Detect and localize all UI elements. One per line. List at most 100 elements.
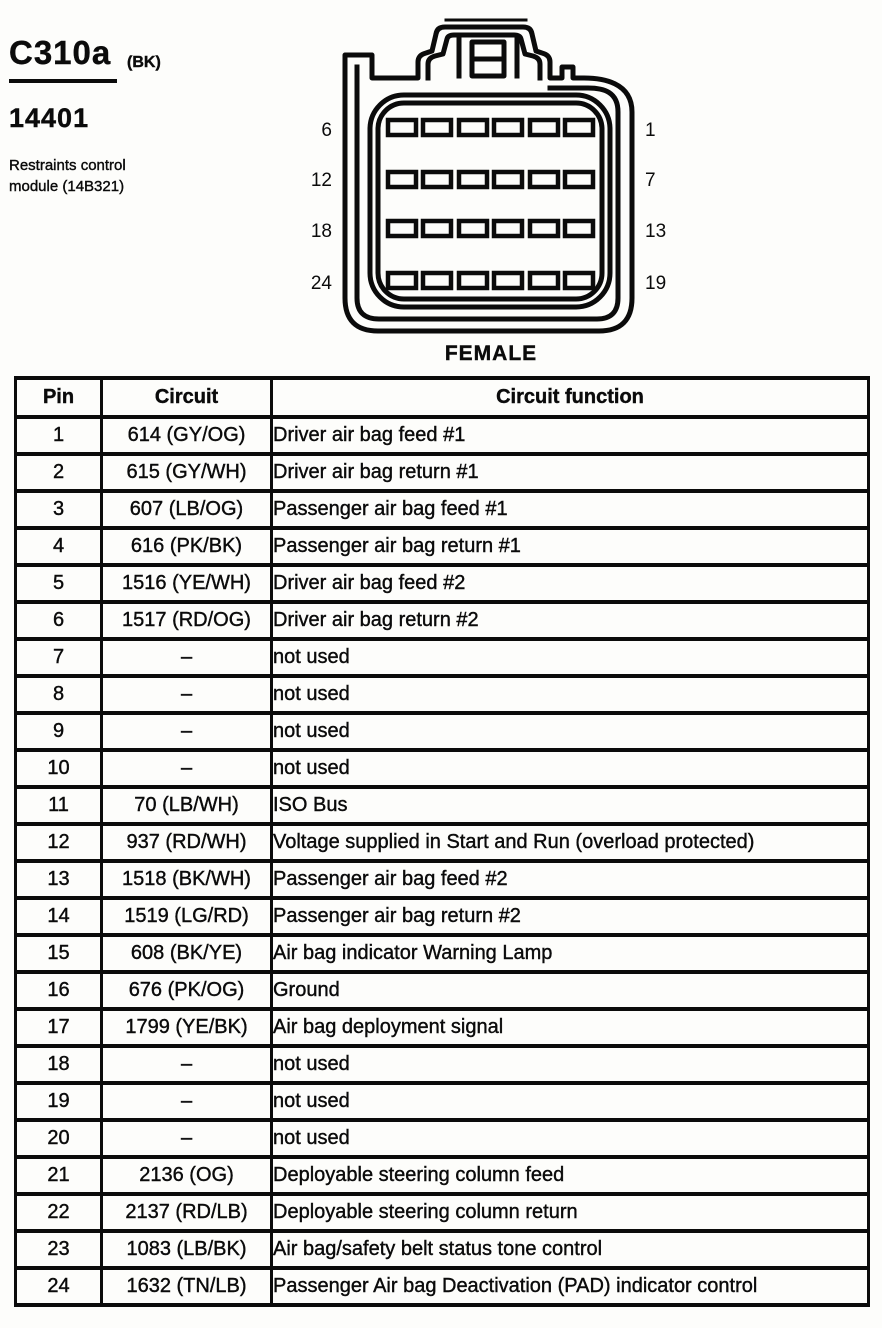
pin-slot [420, 218, 454, 239]
pin-cell: 6 [14, 600, 103, 641]
function-cell: Deployable steering column return [270, 1192, 870, 1233]
circuit-cell: 615 (GY/WH) [100, 452, 273, 493]
circuit-cell: – [100, 637, 273, 678]
pin-row-label-left-6: 6 [321, 120, 332, 141]
pin-row-label-left-12: 12 [311, 170, 332, 191]
pin-slot [385, 270, 419, 291]
pin-slot [456, 218, 490, 239]
pin-cell: 18 [14, 1044, 103, 1085]
function-cell: not used [270, 1081, 870, 1122]
circuit-cell: 1516 (YE/WH) [100, 563, 273, 604]
circuit-cell: 1632 (TN/LB) [100, 1266, 273, 1307]
pin-cell: 4 [14, 526, 103, 567]
circuit-cell: – [100, 1044, 273, 1085]
circuit-cell: 1799 (YE/BK) [100, 1007, 273, 1048]
pin-slot [385, 169, 419, 190]
pin-cell: 3 [14, 489, 103, 530]
function-cell: Deployable steering column feed [270, 1155, 870, 1196]
pin-slot [562, 270, 596, 291]
circuit-cell: 2136 (OG) [100, 1155, 273, 1196]
function-cell: Ground [270, 970, 870, 1011]
pin-slot [527, 270, 561, 291]
function-cell: Driver air bag feed #1 [270, 415, 870, 456]
function-cell: Passenger air bag return #1 [270, 526, 870, 567]
circuit-cell: – [100, 1118, 273, 1159]
latch-inner-outline [425, 32, 543, 81]
pin-slot [527, 117, 561, 138]
pin-cell: 2 [14, 452, 103, 493]
pin-slot [456, 169, 490, 190]
circuit-cell: – [100, 748, 273, 789]
pin-slot [527, 218, 561, 239]
pin-cell: 1 [14, 415, 103, 456]
circuit-cell: – [100, 1081, 273, 1122]
circuit-cell: 70 (LB/WH) [100, 785, 273, 826]
pin-row-label-right-13: 13 [645, 221, 666, 242]
pin-cell: 10 [14, 748, 103, 789]
pin-cell: 13 [14, 859, 103, 900]
pin-cavity-inner [375, 100, 605, 302]
pin-slot [491, 117, 525, 138]
pin-cell: 23 [14, 1229, 103, 1270]
function-cell: Air bag deployment signal [270, 1007, 870, 1048]
function-cell: Voltage supplied in Start and Run (overl… [270, 822, 870, 863]
pin-slot [491, 218, 525, 239]
circuit-cell: 608 (BK/YE) [100, 933, 273, 974]
table-header-row: Pin Circuit Circuit function [14, 376, 870, 419]
function-cell: not used [270, 1044, 870, 1085]
pin-row-label-left-18: 18 [311, 221, 332, 242]
circuit-cell: 1519 (LG/RD) [100, 896, 273, 937]
pin-cell: 7 [14, 637, 103, 678]
pin-slot [491, 270, 525, 291]
connector-id: C310a [9, 34, 118, 83]
function-cell: not used [270, 711, 870, 752]
circuit-cell: 607 (LB/OG) [100, 489, 273, 530]
circuit-cell: 616 (PK/BK) [100, 526, 273, 567]
function-cell: Passenger air bag feed #2 [270, 859, 870, 900]
pin-cell: 9 [14, 711, 103, 752]
function-cell: Air bag indicator Warning Lamp [270, 933, 870, 974]
pin-cell: 19 [14, 1081, 103, 1122]
circuit-cell: 614 (GY/OG) [100, 415, 273, 456]
table-row: 8–not used [14, 674, 870, 715]
col-header-function: Circuit function [270, 376, 870, 419]
connector-drawing: 6 12 18 24 1 7 13 19 [311, 18, 666, 334]
pin-cell: 5 [14, 563, 103, 604]
connector-color-code: (BK) [127, 54, 161, 71]
table-row: 20–not used [14, 1118, 870, 1159]
circuit-cell: 2137 (RD/LB) [100, 1192, 273, 1233]
circuit-cell: 1083 (LB/BK) [100, 1229, 273, 1270]
pin-cell: 22 [14, 1192, 103, 1233]
pin-slot [420, 270, 454, 291]
component-name-line1: Restraints control [9, 157, 126, 174]
connector-inner-wall [354, 64, 621, 322]
table-row: 18–not used [14, 1044, 870, 1085]
circuit-cell: 1518 (BK/WH) [100, 859, 273, 900]
function-cell: Passenger air bag return #2 [270, 896, 870, 937]
pin-cell: 8 [14, 674, 103, 715]
function-cell: not used [270, 637, 870, 678]
pin-slot [420, 169, 454, 190]
pin-cell: 17 [14, 1007, 103, 1048]
function-cell: not used [270, 748, 870, 789]
pin-slot [562, 218, 596, 239]
function-cell: not used [270, 1118, 870, 1159]
pin-cell: 24 [14, 1266, 103, 1307]
circuit-cell: 937 (RD/WH) [100, 822, 273, 863]
pin-slot [456, 117, 490, 138]
circuit-cell: 1517 (RD/OG) [100, 600, 273, 641]
pin-cell: 12 [14, 822, 103, 863]
